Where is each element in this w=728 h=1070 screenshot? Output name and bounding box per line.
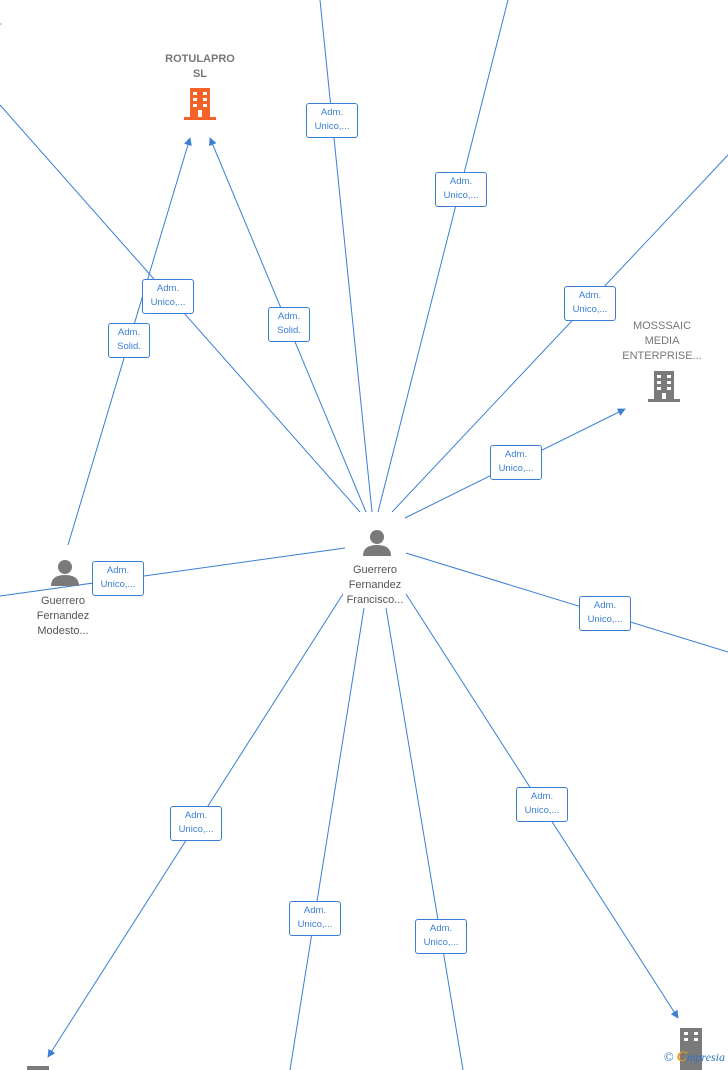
building-icon[interactable] xyxy=(184,88,216,120)
edge-label[interactable]: Adm. Unico,... xyxy=(579,596,631,631)
edge-label-role: Adm. xyxy=(320,107,344,118)
edge-label[interactable]: Adm. Unico,... xyxy=(435,172,487,207)
edge-label[interactable]: Adm. Unico,... xyxy=(289,901,341,936)
person-label-modesto[interactable]: Guerrero Fernandez Modesto... xyxy=(13,594,113,639)
edge-label-detail: Unico,... xyxy=(524,805,560,816)
company-label-rotulapro[interactable]: ROTULAPRO SL xyxy=(150,52,250,82)
edge-label-role: Adm. xyxy=(156,283,180,294)
edge-label-detail: Unico,... xyxy=(587,614,623,625)
edge-label-role: Adm. xyxy=(504,449,528,460)
person-icon[interactable] xyxy=(51,560,79,586)
company-name-line: ENTERPRISE... xyxy=(622,350,702,362)
edge-label[interactable]: Adm. Unico,... xyxy=(142,279,194,314)
edge-label-role: Adm. xyxy=(593,600,617,611)
person-name-line: Francisco... xyxy=(346,594,404,606)
building-icon[interactable] xyxy=(27,1066,49,1070)
edge-label-detail: Unico,... xyxy=(572,304,608,315)
edge-label-role: Adm. xyxy=(184,810,208,821)
brand-initial: C xyxy=(676,1049,687,1065)
copyright-symbol: © xyxy=(663,1049,674,1064)
person-icon[interactable] xyxy=(363,530,391,556)
edge-label[interactable]: Adm. Unico,... xyxy=(516,787,568,822)
edge-label-detail: Unico,... xyxy=(498,463,534,474)
edge-line xyxy=(319,0,373,513)
building-icon[interactable] xyxy=(648,371,680,402)
edge-label[interactable]: Adm. Unico,... xyxy=(415,919,467,954)
building-icon[interactable] xyxy=(680,1028,702,1070)
edge-label[interactable]: Adm. Unico,... xyxy=(564,286,616,321)
edge-line xyxy=(377,0,509,513)
edge-label[interactable]: Adm. Unico,... xyxy=(306,103,358,138)
edge-line xyxy=(405,552,728,653)
brand-name: mpresia xyxy=(686,1050,725,1064)
edge-label-detail: Unico,... xyxy=(423,937,459,948)
partial-node-marker: ' xyxy=(0,22,2,33)
person-name-line: Guerrero xyxy=(352,564,398,576)
person-name-line: Guerrero xyxy=(40,595,86,607)
edge-label-role: Adm. xyxy=(277,311,301,322)
edge-label-role: Adm. xyxy=(530,791,554,802)
edge-label[interactable]: Adm. Solid. xyxy=(108,323,150,358)
empresia-watermark: ©Cmpresia xyxy=(664,1049,725,1066)
edge-label-role: Adm. xyxy=(449,176,473,187)
edge-label-role: Adm. xyxy=(117,327,141,338)
edge-label[interactable]: Adm. Unico,... xyxy=(490,445,542,480)
edge-label-role: Adm. xyxy=(303,905,327,916)
company-name-line: MOSSSAIC xyxy=(632,320,692,332)
edge-label[interactable]: Adm. Solid. xyxy=(268,307,310,342)
company-label-mossaic[interactable]: MOSSSAIC MEDIA ENTERPRISE... xyxy=(612,319,712,364)
person-name-line: Fernandez xyxy=(36,610,90,622)
company-name-line: ROTULAPRO xyxy=(165,53,235,65)
edge-label-role: Adm. xyxy=(429,923,453,934)
company-name-line: SL xyxy=(192,68,208,80)
company-name-line: MEDIA xyxy=(644,335,680,347)
edge-line xyxy=(391,154,728,513)
edge-label-detail: Unico,... xyxy=(100,579,136,590)
edge-label-detail: Unico,... xyxy=(178,824,214,835)
edge-label[interactable]: Adm. Unico,... xyxy=(92,561,144,596)
edge-label-detail: Unico,... xyxy=(297,919,333,930)
edge-line xyxy=(0,547,346,597)
edge-label-role: Adm. xyxy=(578,290,602,301)
edge-label[interactable]: Adm. Unico,... xyxy=(170,806,222,841)
edge-label-role: Adm. xyxy=(106,565,130,576)
edge-label-detail: Solid. xyxy=(277,325,301,336)
person-name-line: Fernandez xyxy=(348,579,402,591)
edge-line xyxy=(289,607,365,1070)
edge-line xyxy=(385,607,464,1070)
edge-label-detail: Solid. xyxy=(117,341,141,352)
edge-label-detail: Unico,... xyxy=(150,297,186,308)
person-label-center[interactable]: Guerrero Fernandez Francisco... xyxy=(325,563,425,608)
person-name-line: Modesto... xyxy=(37,625,89,637)
edge-label-detail: Unico,... xyxy=(314,121,350,132)
edge-label-detail: Unico,... xyxy=(443,190,479,201)
